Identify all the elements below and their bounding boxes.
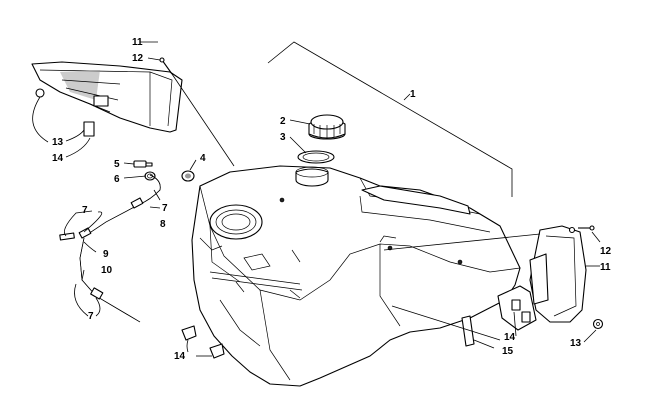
- leader-strip: [391, 305, 501, 341]
- left-side-panel: [31, 61, 183, 137]
- tank-clip-lower: [209, 343, 225, 359]
- callout-3: 3: [280, 132, 286, 143]
- fuel-tank: [191, 165, 521, 387]
- grommet: [181, 170, 195, 182]
- washer-right: [592, 318, 604, 330]
- leader-panel-right: [383, 233, 541, 251]
- callout-9: 9: [103, 249, 109, 260]
- callout-8: 8: [160, 219, 166, 230]
- callout-4: 4: [200, 153, 206, 164]
- cap-gasket: [297, 150, 335, 164]
- callout-15: 15: [502, 346, 514, 357]
- callout-14-left: 14: [52, 153, 64, 164]
- assembly-bracket-line: [267, 41, 513, 197]
- hose-clamp: [144, 171, 156, 181]
- callout-7-lower: 7: [88, 311, 94, 322]
- leader-panel-left: [171, 73, 235, 167]
- callout-13-left: 13: [52, 137, 64, 148]
- callout-14-bottom: 14: [174, 351, 186, 362]
- callout-14-right: 14: [504, 332, 516, 343]
- callout-12-left: 12: [132, 53, 144, 64]
- callout-11-left: 11: [132, 37, 143, 48]
- screw-right: [578, 225, 595, 231]
- tank-clip-upper: [181, 325, 197, 341]
- foam-strip: [461, 315, 475, 347]
- callout-1: 1: [410, 89, 416, 100]
- drain-hose: [79, 237, 141, 323]
- callout-5: 5: [114, 159, 120, 170]
- callout-6: 6: [114, 174, 120, 185]
- callout-7-upper: 7: [162, 203, 168, 214]
- right-side-panel: [529, 225, 587, 323]
- callout-7-left: 7: [82, 205, 88, 216]
- callout-11-right: 11: [600, 262, 611, 273]
- right-bracket: [497, 285, 537, 331]
- fuel-cap: [308, 114, 346, 140]
- leader-lines: [32, 41, 601, 357]
- callout-2: 2: [280, 116, 286, 127]
- tee-fitting: [59, 227, 92, 241]
- callout-13-right: 13: [570, 338, 582, 349]
- callout-10: 10: [101, 265, 113, 276]
- callout-12-right: 12: [600, 246, 612, 257]
- vent-hose: [87, 174, 161, 235]
- hose-fitting: [133, 160, 153, 168]
